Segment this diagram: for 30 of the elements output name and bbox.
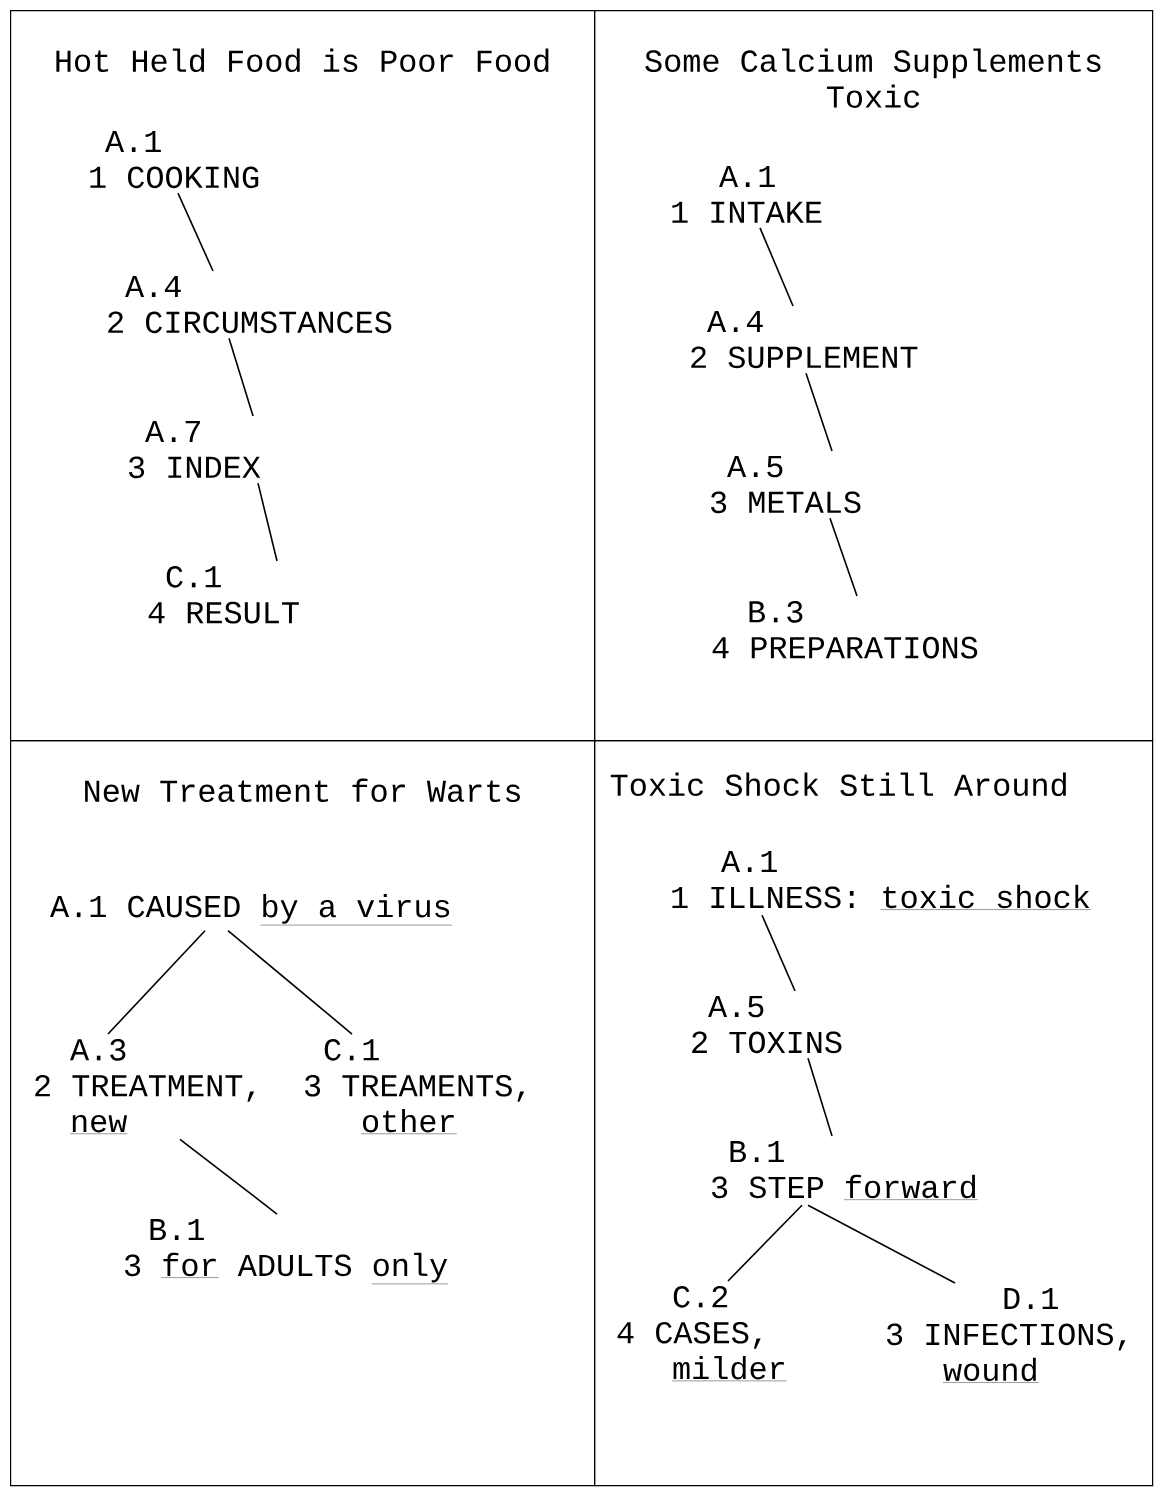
- connector-line: [759, 227, 794, 307]
- tree-node-text: A.1 CAUSED by a virus: [50, 894, 452, 926]
- tree-node-text: A.5 3 METALS: [711, 456, 861, 514]
- tree-node-text: A.7 3 INDEX: [129, 421, 261, 479]
- tree-node-text: A.3 2 TREATMENT, new: [35, 1039, 255, 1134]
- connector-line: [761, 914, 796, 992]
- connector-line: [179, 1138, 278, 1215]
- tree-node-text: C.1 3 TREAMENTS, other: [305, 1039, 525, 1134]
- connector-line: [807, 1204, 956, 1284]
- connector-line: [807, 1057, 833, 1137]
- connector-line: [805, 372, 833, 452]
- tree-node-text: A.1 1 COOKING: [90, 131, 259, 189]
- tree-node-text: A.4 2 SUPPLEMENT: [691, 311, 918, 369]
- connector-line: [227, 929, 353, 1035]
- tree-node-text: A.1 1 INTAKE: [672, 166, 822, 223]
- tree-node-text: A.5 2 TOXINS: [692, 996, 842, 1054]
- connector-line: [228, 337, 254, 417]
- tree-node-text: D.1 3 INFECTIONS, wound: [887, 1288, 1126, 1383]
- tree-node-text: C.1 4 RESULT: [148, 566, 299, 624]
- tree-node-text: A.1 1 ILLNESS: toxic shock: [672, 851, 1092, 910]
- connector-line: [829, 517, 858, 597]
- connector-line: [177, 192, 214, 272]
- connector-line: [257, 482, 278, 562]
- connector-line: [107, 929, 206, 1035]
- tree-node-text: B.3 4 PREPARATIONS: [712, 601, 978, 659]
- tree-node-text: A.4 2 CIRCUMSTANCES: [108, 276, 392, 334]
- tree-node-text: B.1 3 STEP forward: [712, 1141, 979, 1200]
- tree-node-text: C.2 4 CASES, milder: [617, 1286, 787, 1382]
- connector-line: [727, 1204, 803, 1282]
- tree-node-text: B.1 3 for ADULTS only: [125, 1219, 449, 1285]
